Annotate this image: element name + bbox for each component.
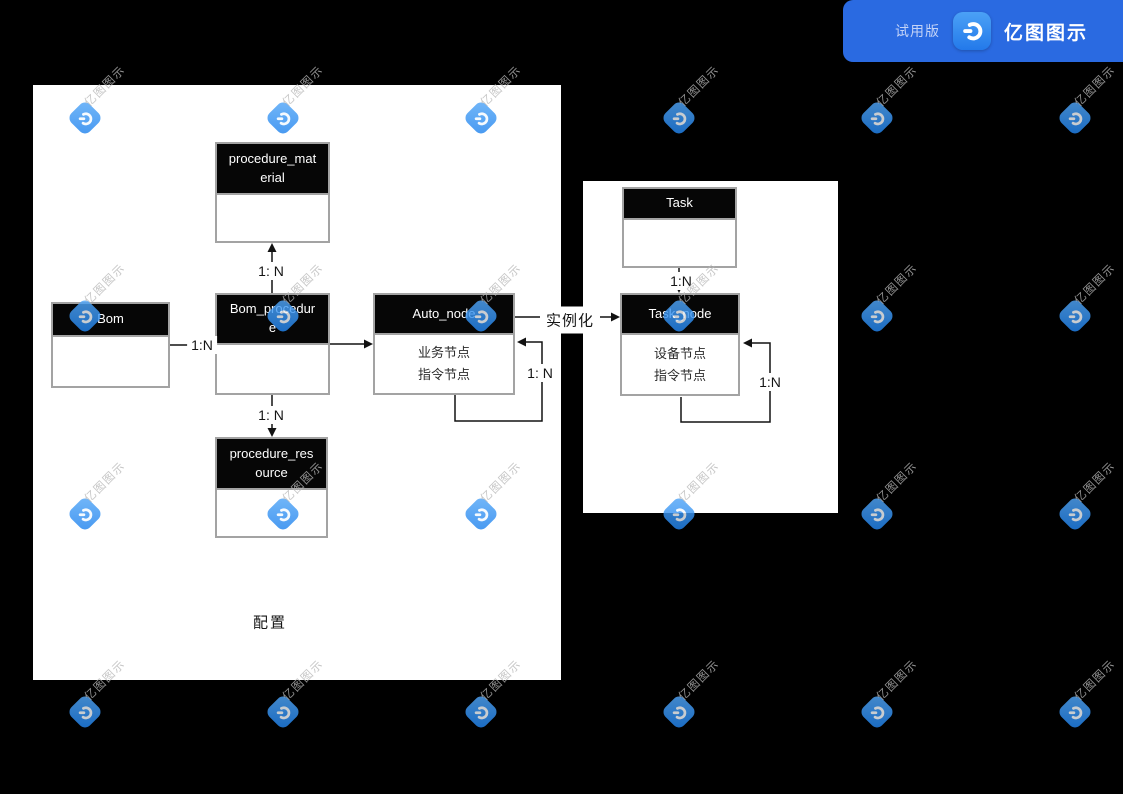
- instantiate-label[interactable]: 实例化: [539, 306, 601, 334]
- entity-procedure-material-body: [217, 195, 328, 241]
- cardinality-label[interactable]: 1:N: [187, 336, 217, 354]
- entity-title: procedure_material: [228, 150, 317, 185]
- arrowhead-up-icon: [267, 243, 277, 252]
- cardinality-label[interactable]: 1:N: [666, 272, 696, 290]
- watermark-logo-icon: [1056, 99, 1094, 137]
- entity-bom[interactable]: Bom: [51, 302, 170, 388]
- cardinality-label[interactable]: 1: N: [254, 262, 288, 280]
- entity-task-body: [624, 220, 735, 266]
- watermark-logo-icon: [1056, 693, 1094, 731]
- edraw-logo-icon: [953, 12, 991, 50]
- arrowhead-left-icon: [517, 337, 526, 347]
- entity-title: Task_node: [648, 305, 712, 321]
- entity-procedure-material[interactable]: procedure_material: [215, 142, 330, 243]
- entity-procedure-resource[interactable]: procedure_resource: [215, 437, 328, 538]
- watermark-logo-icon: [660, 99, 698, 137]
- entity-auto-node[interactable]: Auto_node 业务节点 指令节点: [373, 293, 515, 395]
- entity-procedure-resource-header: procedure_resource: [217, 439, 326, 490]
- entity-title: Bom: [97, 311, 124, 327]
- brand-name: 亿图图示: [1004, 22, 1089, 44]
- entity-title: Bom_procedure: [229, 301, 316, 335]
- entity-bom-procedure[interactable]: Bom_procedure: [215, 293, 330, 395]
- watermark-text: 亿图图示: [1072, 658, 1119, 704]
- watermark-logo-icon: [858, 693, 896, 731]
- entity-bom-header: Bom: [53, 304, 168, 337]
- watermark-text: 亿图图示: [676, 64, 723, 110]
- watermark-text: 亿图图示: [676, 658, 723, 704]
- entity-body-line: 设备节点: [653, 345, 706, 361]
- watermark-logo-icon: [1056, 297, 1094, 335]
- watermark-logo-icon: [858, 297, 896, 335]
- cardinality-label[interactable]: 1: N: [254, 406, 288, 424]
- trial-badge[interactable]: 试用版 亿图图示: [843, 0, 1123, 62]
- entity-title: Auto_node: [412, 305, 476, 321]
- entity-body-line: 指令节点: [653, 367, 706, 383]
- entity-title: procedure_resource: [229, 445, 314, 480]
- entity-procedure-resource-body: [217, 490, 326, 536]
- connector-task-node-self-loop[interactable]: [680, 342, 771, 423]
- arrowhead-right-icon: [364, 339, 373, 349]
- watermark-logo-icon: [858, 99, 896, 137]
- entity-task-header: Task: [624, 189, 735, 220]
- watermark-text: 亿图图示: [1072, 262, 1119, 308]
- cardinality-label[interactable]: 1:N: [755, 373, 785, 391]
- entity-task-node[interactable]: Task_node 设备节点 指令节点: [620, 293, 740, 396]
- arrowhead-down-icon: [267, 428, 277, 437]
- cardinality-label[interactable]: 1: N: [523, 364, 557, 382]
- watermark-logo-icon: [66, 693, 104, 731]
- entity-bom-procedure-header: Bom_procedure: [217, 295, 328, 345]
- entity-body-line: 指令节点: [417, 367, 470, 382]
- watermark-text: 亿图图示: [874, 658, 921, 704]
- watermark-logo-icon: [1056, 495, 1094, 533]
- entity-task[interactable]: Task: [622, 187, 737, 268]
- watermark-text: 亿图图示: [1072, 64, 1119, 110]
- entity-bom-procedure-body: [217, 345, 328, 393]
- connector-auto-node-self-loop[interactable]: [454, 341, 543, 422]
- watermark-logo-icon: [462, 693, 500, 731]
- arrowhead-right-icon: [611, 312, 620, 322]
- watermark-text: 亿图图示: [874, 460, 921, 506]
- entity-body-line: 业务节点: [417, 345, 470, 360]
- config-caption: 配置: [252, 614, 288, 632]
- entity-bom-body: [53, 337, 168, 386]
- arrowhead-left-icon: [743, 338, 752, 348]
- watermark-logo-icon: [264, 693, 302, 731]
- entity-task-node-body: 设备节点 指令节点: [622, 335, 738, 394]
- trial-version-label: 试用版: [895, 23, 940, 39]
- entity-task-node-header: Task_node: [622, 295, 738, 335]
- watermark-logo-icon: [858, 495, 896, 533]
- entity-auto-node-header: Auto_node: [375, 295, 513, 335]
- watermark-text: 亿图图示: [1072, 460, 1119, 506]
- watermark-logo-icon: [660, 693, 698, 731]
- entity-auto-node-body: 业务节点 指令节点: [375, 335, 513, 393]
- entity-title: Task: [666, 195, 693, 211]
- watermark-text: 亿图图示: [874, 64, 921, 110]
- watermark-text: 亿图图示: [874, 262, 921, 308]
- entity-procedure-material-header: procedure_material: [217, 144, 328, 195]
